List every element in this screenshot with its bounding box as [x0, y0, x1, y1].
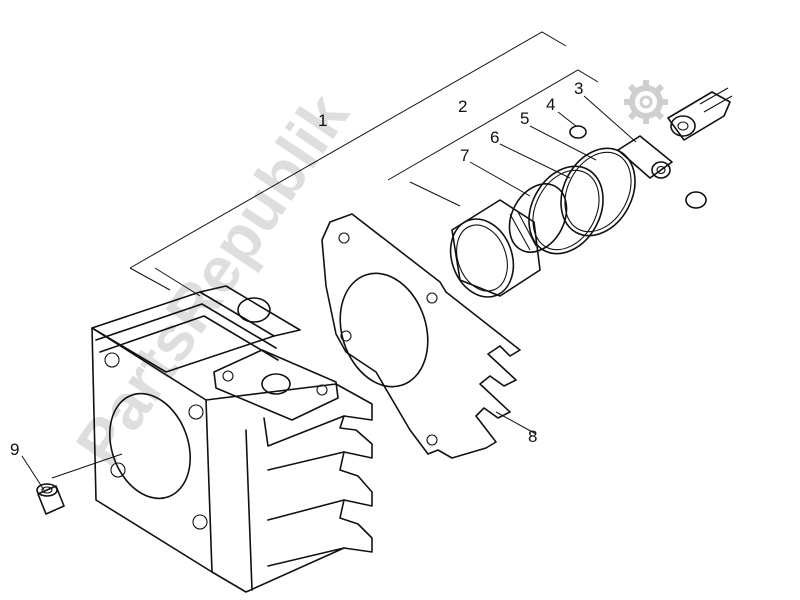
callout-8: 8 — [528, 427, 537, 446]
callout-4: 4 — [546, 95, 555, 114]
leader-3 — [583, 95, 637, 143]
leader-9 — [21, 455, 45, 491]
ring-5 — [560, 147, 636, 237]
callout-labels: 1 2 3 4 5 6 7 8 9 — [10, 79, 583, 459]
callout-7: 7 — [460, 146, 469, 165]
leader-7 — [469, 161, 531, 197]
ring-6 — [528, 165, 604, 255]
leader-6 — [499, 143, 571, 179]
leader-5 — [529, 125, 597, 161]
callout-6: 6 — [490, 128, 499, 147]
piston-rings — [508, 147, 636, 255]
watermark-gear-icon — [624, 80, 668, 124]
callout-5: 5 — [520, 109, 529, 128]
callout-2: 2 — [458, 97, 467, 116]
callout-3: 3 — [574, 79, 583, 98]
watermark: PartsRepublik — [62, 80, 363, 477]
dowel-part — [36, 483, 65, 515]
leader-4 — [557, 111, 577, 127]
bracket-1 — [129, 31, 567, 269]
gasket-part — [321, 213, 521, 459]
piston-pin-part — [617, 135, 673, 179]
ring-7 — [508, 183, 568, 253]
leader-9b — [51, 453, 123, 479]
callout-1: 1 — [318, 111, 327, 130]
leader-1 — [154, 267, 201, 297]
circlip-part — [569, 125, 707, 209]
leader-2 — [409, 181, 461, 207]
bracket-2 — [387, 69, 599, 181]
watermark-text: PartsRepublik — [62, 80, 363, 477]
leader-lines — [21, 31, 637, 491]
piston-part — [449, 199, 541, 298]
cylinder-part — [91, 285, 373, 593]
connecting-rod-part — [667, 87, 733, 141]
callout-9: 9 — [10, 440, 19, 459]
